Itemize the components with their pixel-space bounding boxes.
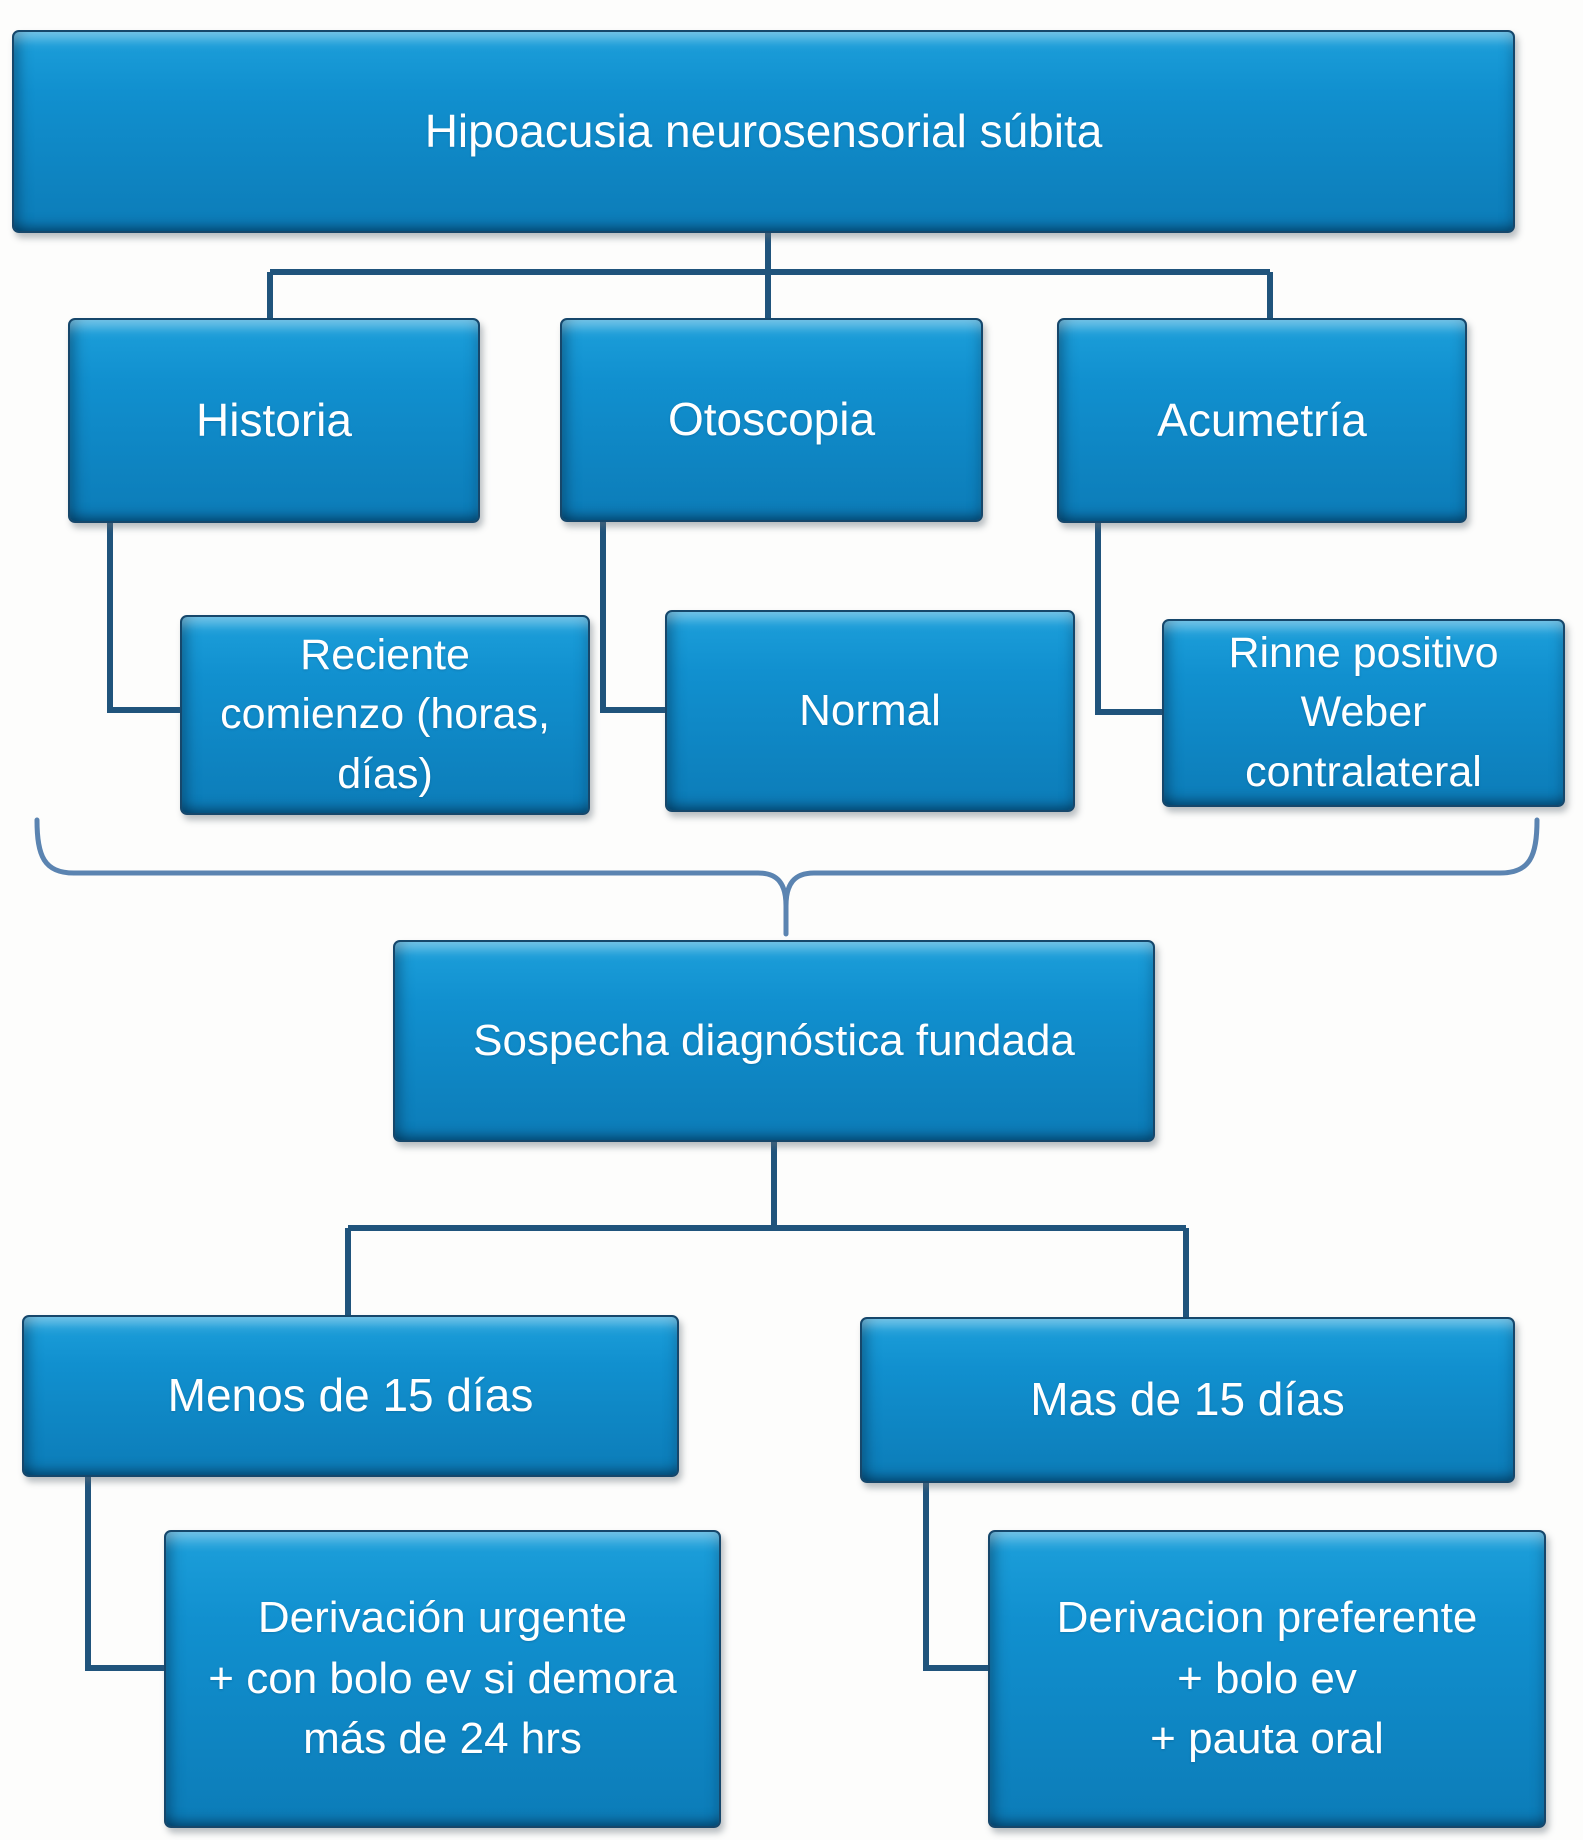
node-root-label: Hipoacusia neurosensorial súbita bbox=[424, 104, 1103, 157]
node-rinne-weber-label: Rinne positivo Weber contralateral bbox=[1228, 629, 1499, 796]
node-normal: Normal bbox=[665, 610, 1075, 812]
suspicion-to-branches-connectors bbox=[345, 1140, 1189, 1319]
node-mas-de-15-dias: Mas de 15 días bbox=[860, 1317, 1515, 1483]
node-derivacion-urgente-label: Derivación urgente + con bolo ev si demo… bbox=[208, 1592, 677, 1764]
node-sospecha-diagnostica-label: Sospecha diagnóstica fundada bbox=[473, 1015, 1075, 1065]
node-historia-label: Historia bbox=[196, 393, 352, 446]
elbow-menos-urgente bbox=[85, 1475, 166, 1671]
node-menos-de-15-dias: Menos de 15 días bbox=[22, 1315, 679, 1477]
branch-to-action-elbows bbox=[85, 1475, 990, 1671]
node-root: Hipoacusia neurosensorial súbita bbox=[12, 30, 1515, 233]
elbow-historia-reciente bbox=[107, 520, 182, 713]
elbow-otoscopia-normal bbox=[600, 520, 667, 713]
elbow-acumetria-rinne bbox=[1095, 520, 1164, 715]
elbow-mas-preferente bbox=[923, 1481, 990, 1671]
node-rinne-weber: Rinne positivo Weber contralateral bbox=[1162, 619, 1565, 807]
node-normal-label: Normal bbox=[799, 685, 941, 735]
node-sospecha-diagnostica: Sospecha diagnóstica fundada bbox=[393, 940, 1155, 1142]
node-historia: Historia bbox=[68, 318, 480, 523]
node-derivacion-preferente: Derivacion preferente + bolo ev + pauta … bbox=[988, 1530, 1546, 1828]
root-to-exams-connectors bbox=[267, 233, 1273, 320]
gathering-brace bbox=[34, 817, 1540, 937]
node-reciente-comienzo: Reciente comienzo (horas, días) bbox=[180, 615, 590, 815]
node-otoscopia-label: Otoscopia bbox=[667, 393, 876, 446]
exam-to-finding-elbows bbox=[107, 520, 1164, 715]
node-derivacion-urgente: Derivación urgente + con bolo ev si demo… bbox=[164, 1530, 721, 1828]
node-mas-de-15-dias-label: Mas de 15 días bbox=[1030, 1373, 1345, 1426]
node-derivacion-preferente-label: Derivacion preferente + bolo ev + pauta … bbox=[1056, 1592, 1478, 1764]
node-acumetria-label: Acumetría bbox=[1157, 393, 1367, 446]
node-reciente-comienzo-label: Reciente comienzo (horas, días) bbox=[220, 631, 550, 798]
node-menos-de-15-dias-label: Menos de 15 días bbox=[167, 1369, 534, 1422]
node-acumetria: Acumetría bbox=[1057, 318, 1467, 523]
node-otoscopia: Otoscopia bbox=[560, 318, 983, 522]
